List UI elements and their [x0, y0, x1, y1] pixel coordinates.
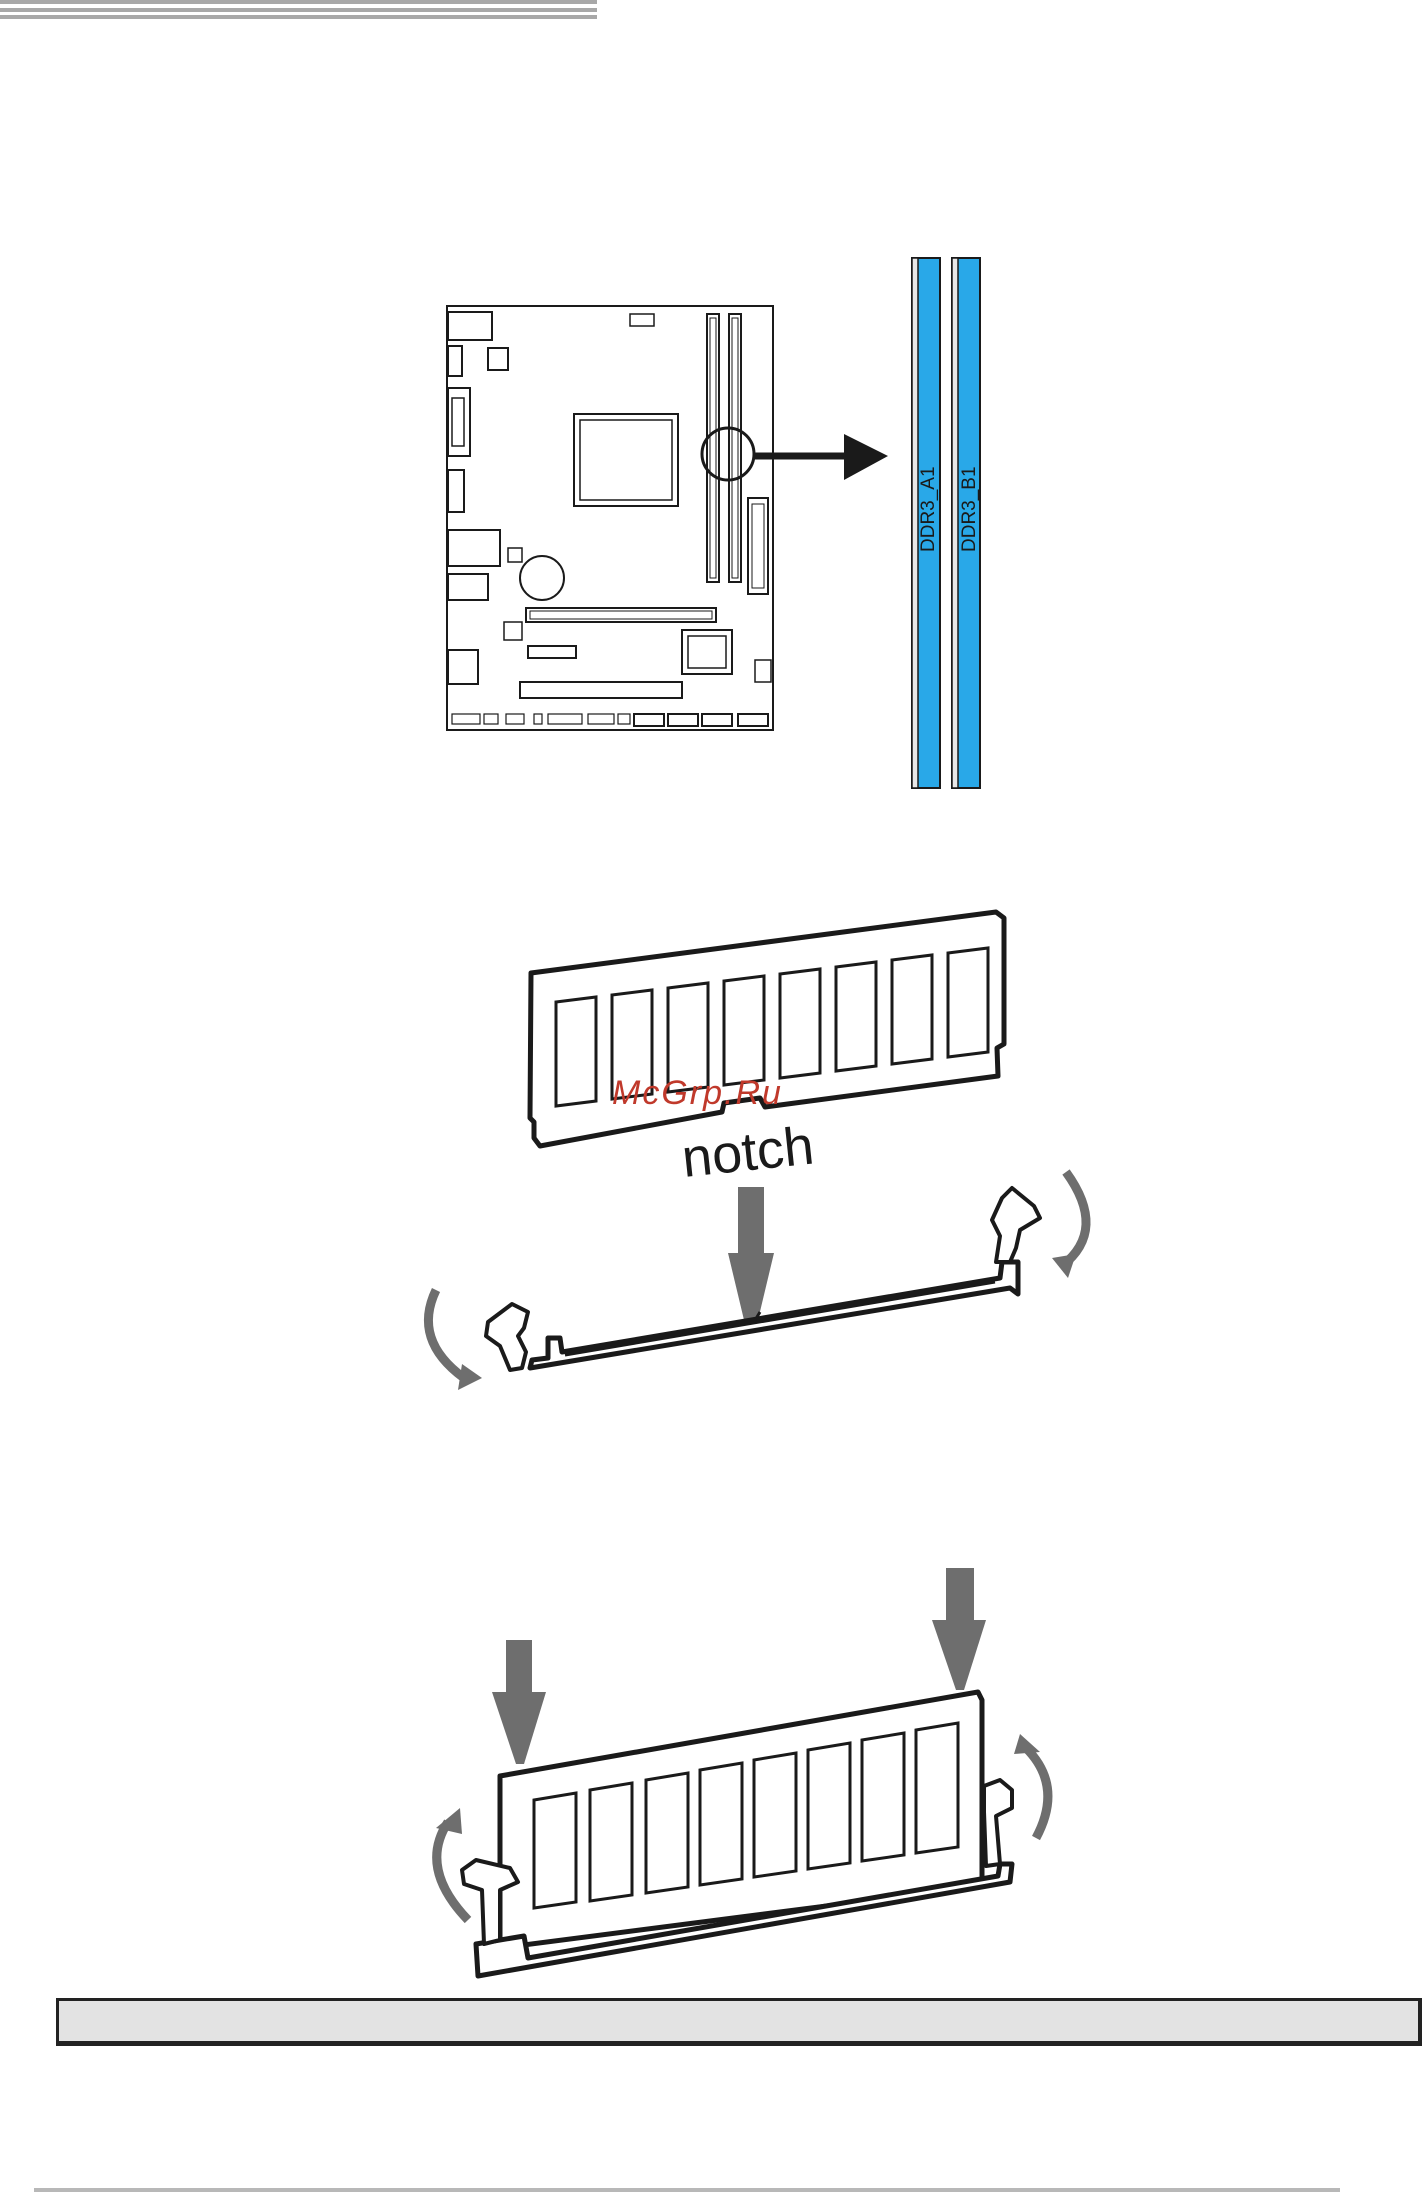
header-rule	[0, 0, 597, 22]
cpu-socket	[574, 414, 678, 506]
io-connector	[448, 312, 492, 340]
arrow-right-icon	[844, 434, 888, 480]
board-dimm-slot-b1	[729, 314, 741, 582]
sata-connector	[668, 714, 698, 726]
dimm-seat-diagram	[400, 1555, 1100, 1985]
atx-power-connector	[748, 498, 768, 594]
sata-connector	[702, 714, 732, 726]
watermark-text: McGrp.Ru	[612, 1074, 783, 1112]
motherboard-diagram: DDR3_A1 DDR3_B1	[440, 250, 1000, 800]
board-dimm-slot-a1	[707, 314, 719, 582]
slot-label-b1: DDR3_B1	[959, 466, 980, 552]
sata-connector	[738, 714, 768, 726]
cmos-battery	[520, 556, 564, 600]
arrow-down-icon	[932, 1620, 986, 1690]
io-connector	[448, 574, 488, 600]
pcie-slot	[528, 646, 576, 658]
note-text	[59, 2001, 1418, 2021]
latch-right	[984, 1780, 1012, 1866]
slot-label-a1: DDR3_A1	[918, 466, 939, 552]
latch-right	[992, 1188, 1040, 1262]
dimm-slot-open	[530, 1262, 1018, 1368]
arrow-down-icon	[492, 1692, 546, 1764]
watermark: McGrp.Ru	[612, 1074, 783, 1113]
rotate-arrow-icon	[1062, 1172, 1086, 1266]
pcie-slot	[526, 608, 716, 622]
rotate-arrow-icon	[1026, 1748, 1048, 1838]
dimm-insert-diagram: notch	[400, 895, 1120, 1415]
pci-slot	[520, 682, 682, 698]
arrow-down-icon	[728, 1253, 774, 1320]
footer-rule	[34, 2188, 1340, 2192]
io-connector	[448, 346, 462, 376]
sata-connector	[634, 714, 664, 726]
notch-label: notch	[679, 1115, 817, 1188]
latch-left	[486, 1304, 528, 1370]
io-connector	[448, 470, 464, 512]
io-connector	[448, 530, 500, 566]
rotate-arrow-icon	[428, 1290, 464, 1378]
note-bar	[56, 1998, 1422, 2046]
